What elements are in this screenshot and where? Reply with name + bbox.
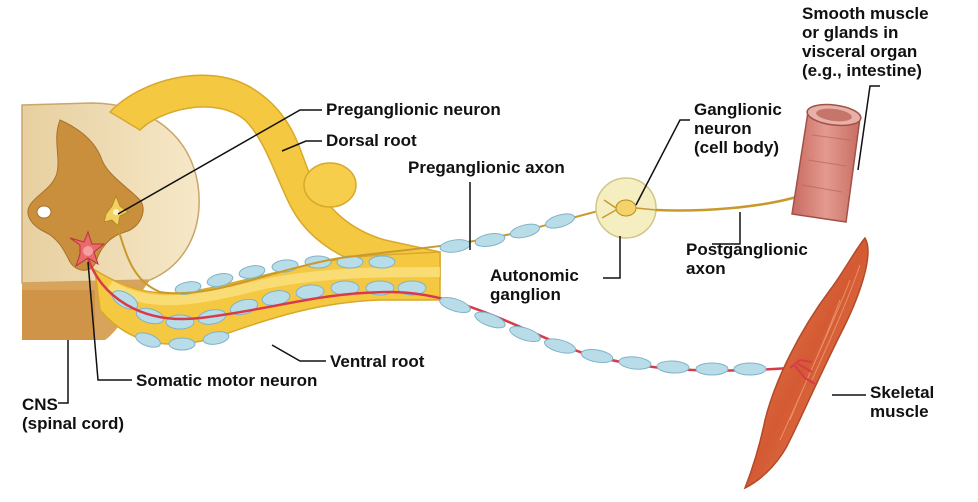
myelin-sheaths-preganglionic bbox=[439, 213, 576, 253]
label-somatic-motor-neuron: Somatic motor neuron bbox=[136, 371, 318, 390]
label-ganglionic-neuron: Ganglionic neuron (cell body) bbox=[694, 100, 782, 157]
label-postganglionic-axon: Postganglionic axon bbox=[686, 240, 808, 278]
label-dorsal-root: Dorsal root bbox=[326, 131, 417, 150]
label-skeletal-muscle: Skeletal muscle bbox=[870, 383, 935, 421]
skeletal-muscle-shape bbox=[743, 236, 869, 490]
autonomic-ganglion bbox=[595, 177, 657, 239]
dorsal-root-ganglion bbox=[303, 162, 357, 208]
spinal-cord bbox=[21, 102, 200, 340]
myelin-sheaths-somatic bbox=[439, 296, 767, 376]
central-canal bbox=[36, 205, 52, 219]
label-preganglionic-neuron: Preganglionic neuron bbox=[326, 100, 501, 119]
label-autonomic-ganglion: Autonomic ganglion bbox=[490, 266, 579, 304]
label-cns: CNS (spinal cord) bbox=[22, 395, 125, 433]
grey-matter bbox=[27, 119, 144, 271]
visceral-organ bbox=[791, 103, 862, 223]
myelin-sheaths-ventral bbox=[111, 255, 427, 351]
leader-lines bbox=[58, 85, 880, 404]
label-ventral-root: Ventral root bbox=[330, 352, 425, 371]
motor-end-plate bbox=[789, 358, 816, 385]
label-preganglionic-axon: Preganglionic axon bbox=[408, 158, 565, 177]
label-smooth-muscle: Smooth muscle or glands in visceral orga… bbox=[802, 4, 929, 80]
